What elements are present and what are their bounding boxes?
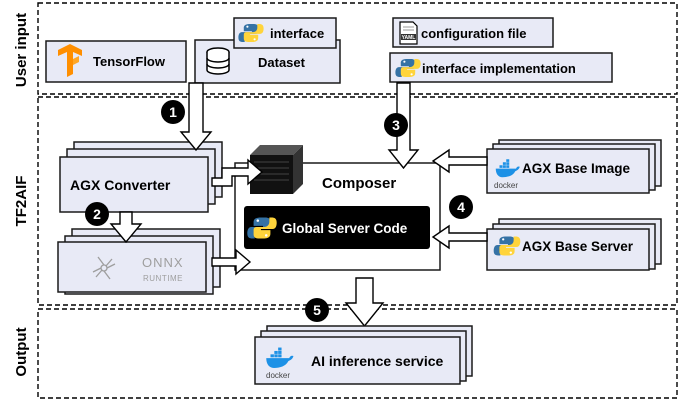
interface-label: interface <box>270 26 324 41</box>
ai-inference-service-label: AI inference service <box>311 353 444 369</box>
step-1-label: 1 <box>169 104 177 120</box>
step-5-label: 5 <box>313 302 321 318</box>
docker-wordmark: docker <box>494 181 518 190</box>
step-3-badge: 3 <box>384 113 408 137</box>
runtime-label: RUNTIME <box>143 274 183 283</box>
tf2aif-label: TF2AIF <box>13 176 30 227</box>
interface-implementation-label: interface implementation <box>422 61 576 76</box>
arrow-converter-to-onnx <box>109 211 143 244</box>
arrow-base-image-to-composer <box>431 148 488 174</box>
interface-box: interface <box>233 17 337 49</box>
arrow-onnx-to-composer <box>211 248 252 276</box>
composer-box: Composer Global Server Code <box>234 145 441 271</box>
output-section <box>37 308 678 399</box>
arrow-composer-to-output <box>344 277 385 328</box>
step-4-badge: 4 <box>449 195 473 219</box>
tensorflow-icon <box>58 44 82 77</box>
agx-base-server-box: AGX Base Server <box>486 218 662 271</box>
configuration-file-label: configuration file <box>421 26 526 41</box>
yaml-file-icon: YAML <box>399 21 418 45</box>
agx-device-icon <box>250 145 303 194</box>
dataset-box: Dataset <box>194 39 341 84</box>
onnx-runtime-box: ONNX RUNTIME <box>57 228 221 295</box>
step-1-badge: 1 <box>161 100 185 124</box>
tensorflow-label: TensorFlow <box>93 54 166 69</box>
dataset-label: Dataset <box>258 55 306 70</box>
agx-converter-label: AGX Converter <box>70 177 171 193</box>
agx-base-image-box: docker AGX Base Image <box>486 139 662 194</box>
global-server-code-label: Global Server Code <box>282 221 408 236</box>
arrow-tensorflow-to-converter <box>179 82 213 152</box>
yaml-label: YAML <box>402 35 416 41</box>
onnx-icon <box>92 256 116 280</box>
agx-base-image-label: AGX Base Image <box>522 161 631 176</box>
step-2-label: 2 <box>93 206 101 222</box>
output-label: Output <box>13 327 30 376</box>
step-5-badge: 5 <box>305 298 329 322</box>
docker-wordmark: docker <box>266 371 290 380</box>
database-icon <box>206 47 230 75</box>
step-3-label: 3 <box>392 117 400 133</box>
user-input-section <box>37 2 678 95</box>
composer-label: Composer <box>322 175 396 192</box>
onnx-label: ONNX <box>142 255 184 270</box>
configuration-file-box: YAML configuration file <box>392 17 554 48</box>
arrow-converter-to-composer <box>211 158 264 187</box>
agx-base-server-label: AGX Base Server <box>522 239 634 254</box>
step-2-badge: 2 <box>85 202 109 226</box>
arrow-base-server-to-composer <box>431 224 488 250</box>
tensorflow-box: TensorFlow <box>45 40 187 83</box>
agx-converter-box: AGX Converter <box>59 141 223 213</box>
global-server-code-box <box>244 206 430 249</box>
interface-implementation-box: interface implementation <box>389 52 613 83</box>
ai-inference-service-box: docker AI inference service <box>254 325 473 385</box>
step-4-label: 4 <box>457 199 465 215</box>
user-input-label: User input <box>13 13 30 87</box>
